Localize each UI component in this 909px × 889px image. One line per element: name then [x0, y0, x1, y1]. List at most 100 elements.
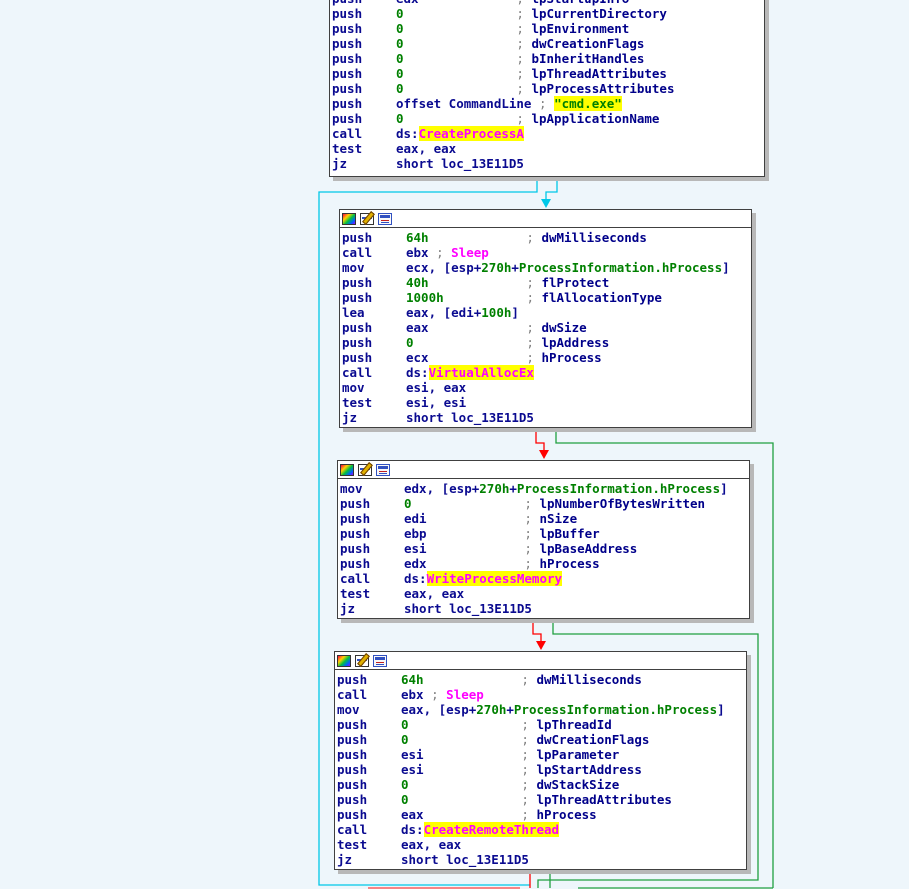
spacer	[429, 350, 527, 365]
comment-text: lpEnvironment	[531, 21, 630, 36]
immediate-operand: 0	[396, 111, 404, 126]
color-icon[interactable]	[340, 463, 354, 476]
rename-icon[interactable]	[360, 212, 374, 225]
api-call-name[interactable]: VirtualAllocEx	[428, 365, 534, 380]
operand: ebx	[406, 245, 437, 260]
operand: +	[506, 702, 514, 717]
comment-text: lpStartAddress	[536, 762, 642, 777]
immediate-operand: 270h	[479, 481, 510, 496]
comment-text: dwSize	[541, 320, 587, 335]
graph-icon[interactable]	[378, 212, 392, 225]
mnemonic: push	[342, 275, 373, 290]
rename-icon[interactable]	[358, 463, 372, 476]
api-call-name[interactable]: CreateProcessA	[418, 126, 524, 141]
color-icon[interactable]	[342, 212, 356, 225]
spacer	[409, 717, 522, 732]
immediate-operand: 64h	[401, 672, 424, 687]
operand: esi	[404, 541, 427, 556]
comment-marker: ;	[436, 245, 452, 260]
block-header	[340, 210, 751, 228]
function-name[interactable]: Sleep	[451, 245, 489, 260]
mnemonic: push	[332, 96, 363, 111]
operand: +	[511, 260, 519, 275]
mnemonic: jz	[337, 852, 353, 867]
comment-marker: ;	[521, 777, 537, 792]
mnemonic: push	[337, 792, 368, 807]
comment-marker: ;	[521, 732, 537, 747]
graph-icon[interactable]	[373, 654, 387, 667]
mnemonic: call	[337, 822, 368, 837]
spacer	[429, 275, 527, 290]
comment-text: nSize	[539, 511, 578, 526]
mnemonic: push	[337, 717, 368, 732]
comment-text: hProcess	[541, 350, 602, 365]
color-icon[interactable]	[337, 654, 351, 667]
api-call-name[interactable]: CreateRemoteThread	[423, 822, 560, 837]
edge-b2-b3	[532, 621, 542, 646]
mnemonic: push	[340, 526, 371, 541]
operand: esi	[401, 762, 424, 777]
api-call-name[interactable]: WriteProcessMemory	[426, 571, 563, 586]
operand: esi, esi	[406, 395, 467, 410]
immediate-operand: 0	[406, 335, 414, 350]
graph-icon[interactable]	[376, 463, 390, 476]
mnemonic: push	[337, 732, 368, 747]
rename-icon[interactable]	[355, 654, 369, 667]
function-name[interactable]: Sleep	[446, 687, 484, 702]
comment-text: bInheritHandles	[531, 51, 645, 66]
mnemonic: push	[332, 66, 363, 81]
